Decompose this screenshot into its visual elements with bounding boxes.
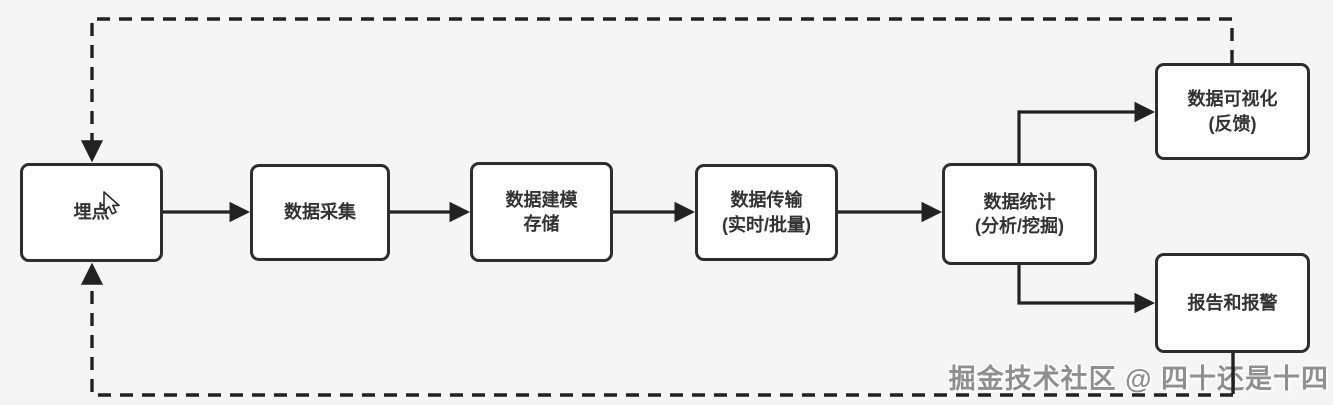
- edge-statistics-to-report: [1017, 265, 1156, 314]
- node-report-and-alert: 报告和报警: [1155, 253, 1310, 353]
- node-label: 报告和报警: [1187, 292, 1278, 313]
- node-data-modeling-storage: 数据建模 存储: [470, 162, 613, 262]
- node-label: 数据统计: [983, 191, 1056, 212]
- node-label: 数据可视化: [1187, 89, 1278, 110]
- node-label-line2: (分析/挖掘): [975, 216, 1064, 236]
- node-label: 数据建模: [505, 189, 578, 210]
- node-data-collection: 数据采集: [250, 164, 390, 261]
- edge-feedback-visualization-to-tracking: [80, 17, 1234, 163]
- node-data-transmission: 数据传输 (实时/批量): [695, 164, 838, 261]
- node-label-line2: 存储: [523, 214, 560, 234]
- node-tracking-point: 埋点: [20, 163, 163, 262]
- node-label: 数据采集: [284, 202, 356, 223]
- node-label-line2: (反馈): [1208, 113, 1257, 134]
- node-data-statistics: 数据统计 (分析/挖掘): [942, 163, 1097, 265]
- node-label: 数据传输: [730, 190, 803, 211]
- node-label: 埋点: [73, 202, 110, 223]
- node-data-visualization: 数据可视化 (反馈): [1155, 63, 1310, 160]
- watermark-text: 掘金技术社区 @ 四十还是十四: [948, 364, 1329, 394]
- edge-statistics-to-visualization: [1017, 101, 1156, 163]
- mouse-cursor-icon: [103, 191, 120, 215]
- node-label-line2: (实时/批量): [722, 214, 811, 235]
